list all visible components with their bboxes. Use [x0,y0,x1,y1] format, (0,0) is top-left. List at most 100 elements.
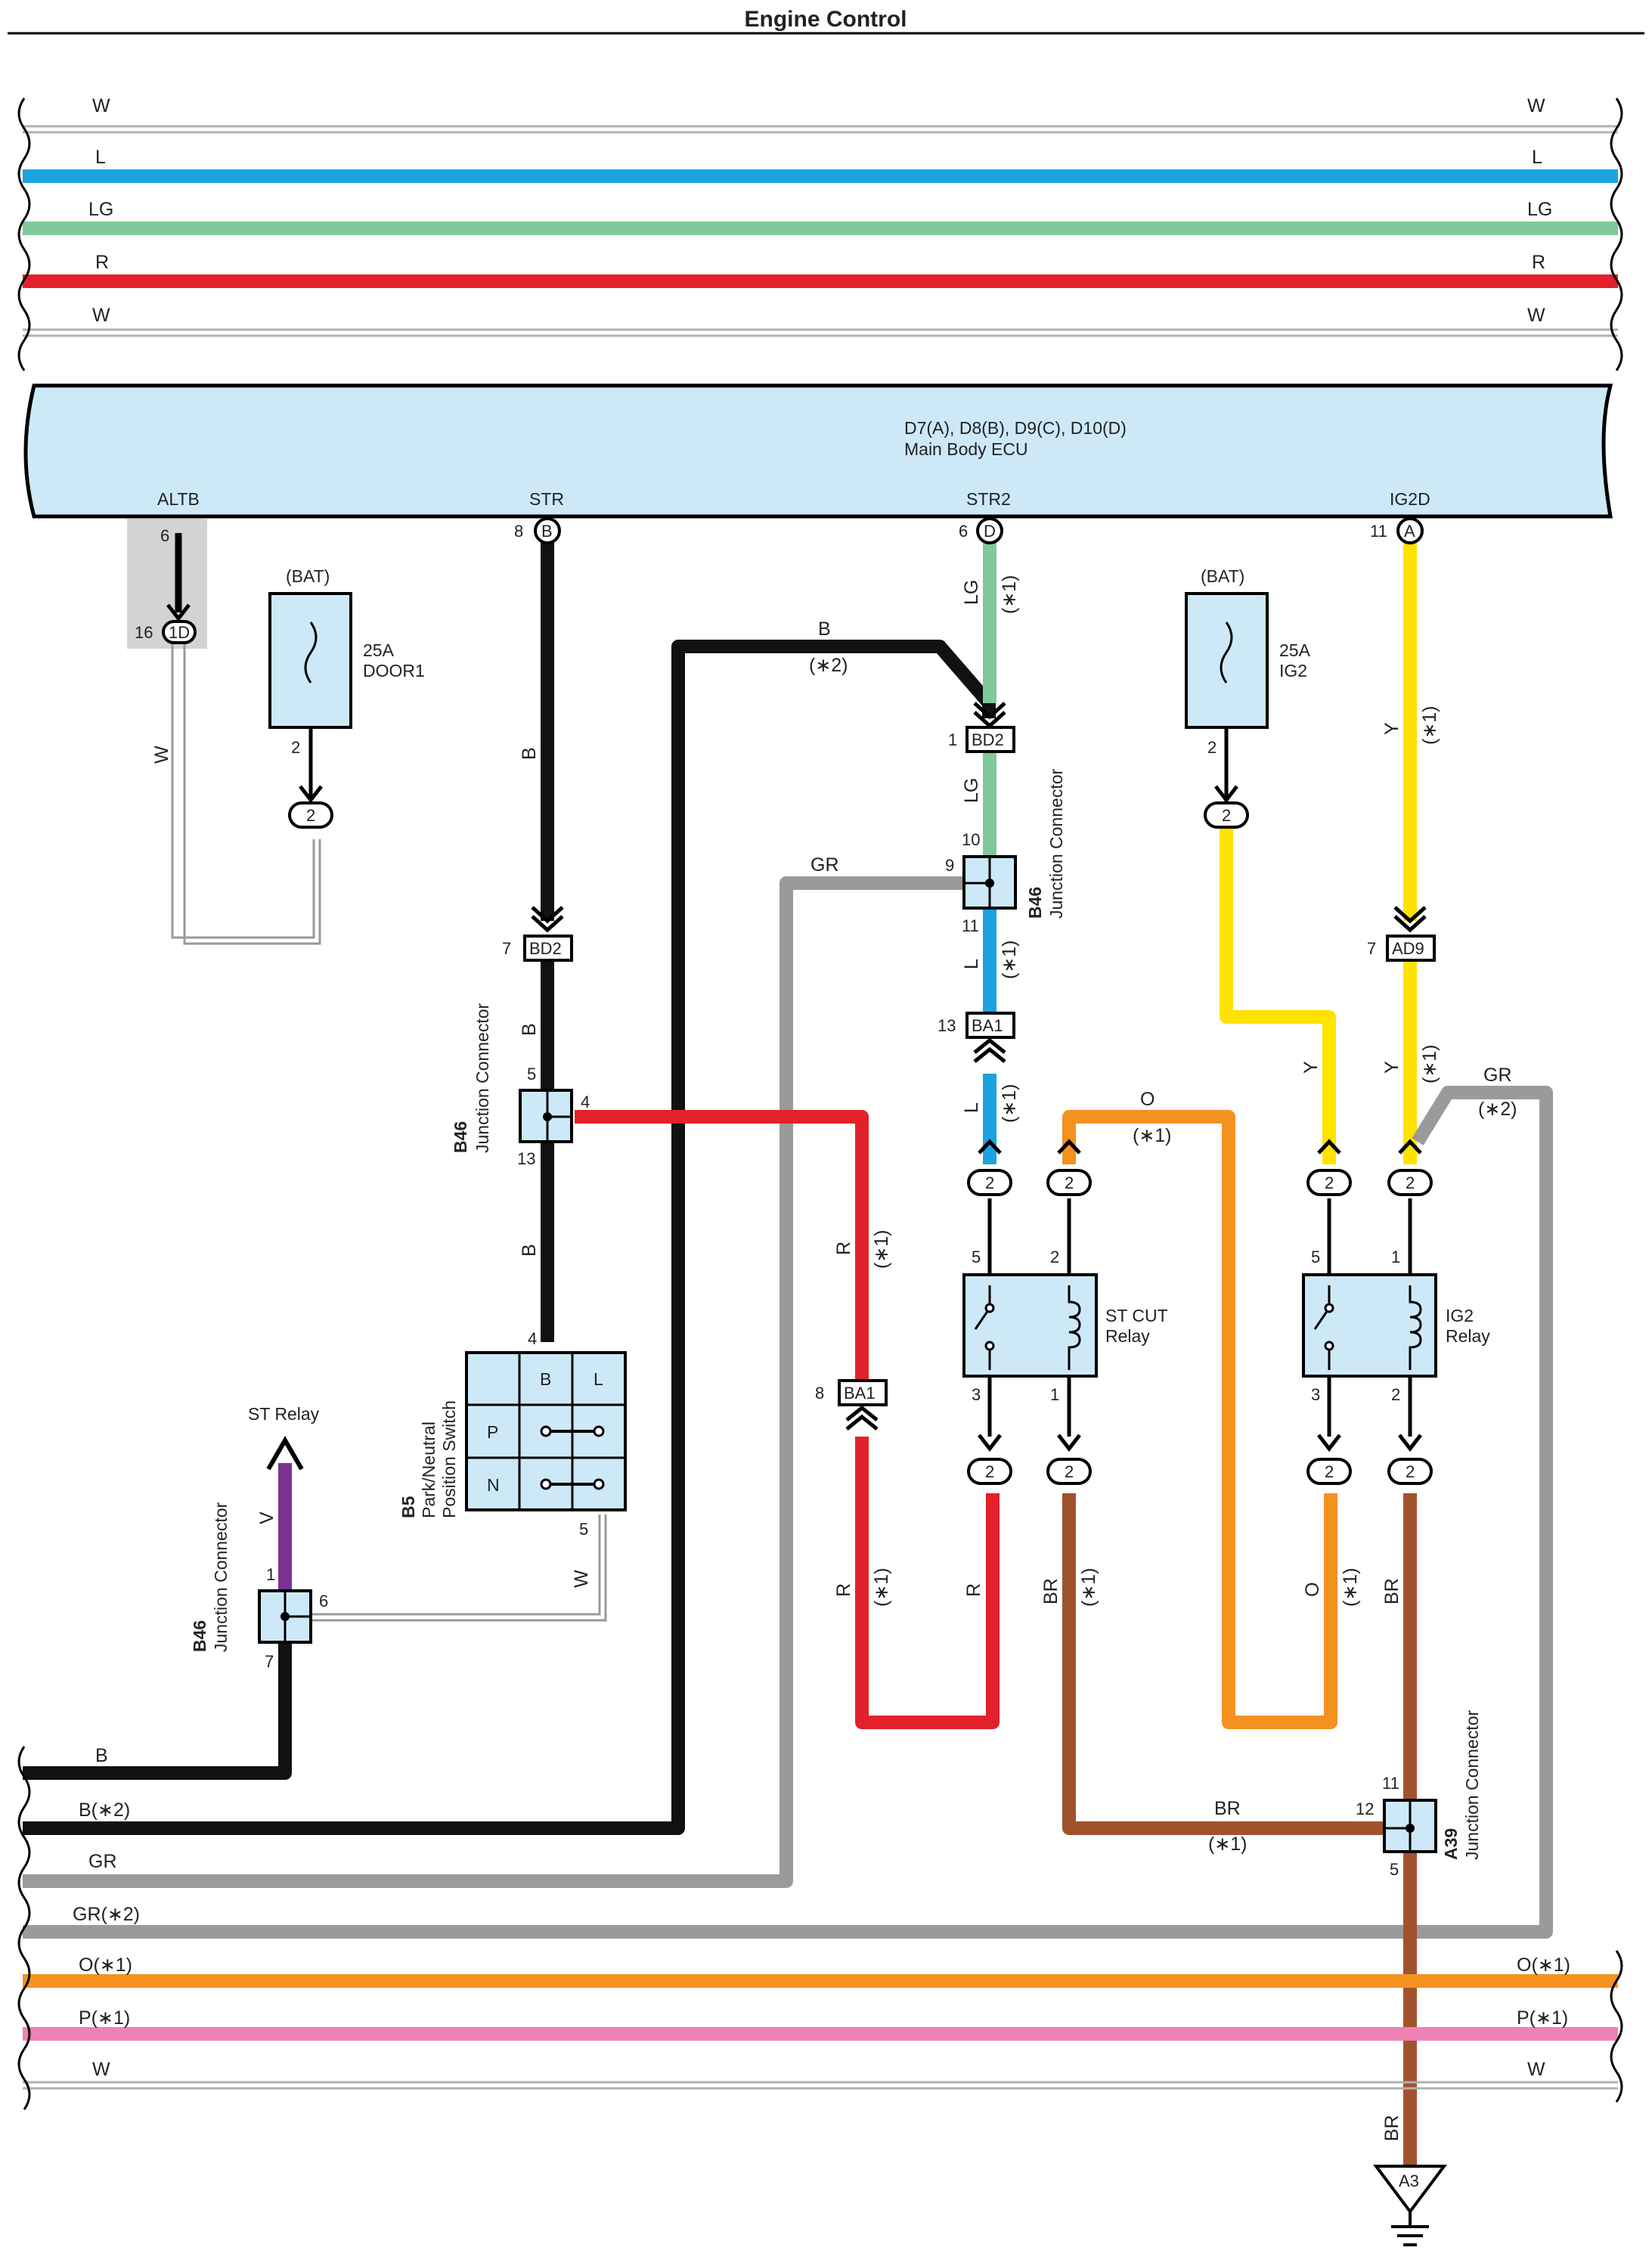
wire-b-star2 [23,640,996,1835]
connector-bd2-str-pin: 7 [502,939,511,958]
ecu-str2-conn: D [984,522,996,541]
connector-bd2-str2-label: BD2 [972,730,1004,749]
connector-ba1-l-pin: 13 [938,1016,956,1035]
ecu-terminal-str: STR [529,489,564,509]
fuse-ig2-name: IG2 [1279,661,1307,680]
fuse-ig2-conn-label: 2 [1222,806,1231,825]
fuse-door1-conn [288,801,333,829]
top-bus-2-right-label: L [1532,147,1542,168]
label-y-ig2dn: (∗1) [1419,705,1440,745]
connector-1d-label: 1D [169,623,190,642]
relay-conn-ig2-bottom-right-label: 2 [1406,1462,1415,1481]
label-br-gnd: BR [1381,2115,1402,2141]
fuse-ig2-rating: 25A [1279,640,1311,660]
relay-ig2-pin-5: 5 [1311,1248,1320,1266]
ecu-terminal-altb: ALTB [157,489,200,509]
label-r-3: R [963,1583,984,1597]
switch-row-p: P [487,1422,498,1442]
switch-pin-bottom: 5 [579,1520,588,1539]
switch-col-l: L [594,1369,603,1389]
label-lg-1n: (∗1) [999,575,1020,614]
connector-ba1-l [965,1012,1015,1039]
fuse-door1-box [268,592,352,729]
wire-r-2 [855,1437,1000,1729]
junction-b46-str-name: Junction Connector [473,1003,492,1153]
label-r-1: R [833,1241,854,1255]
bottom-bus-6-right-label: P(∗1) [1517,2007,1568,2029]
connector-bd2-str2-pin: 1 [948,730,957,749]
relay-ig2-contact-a [1324,1303,1334,1313]
top-bus-4-left-label: R [95,252,109,273]
connector-bd2-str-label: BD2 [529,939,562,958]
ecu-ig2d-conn: A [1404,522,1415,541]
altb-arrow-icon [166,603,191,622]
ecu-ig2d-pin: 11 [1370,522,1387,541]
label-l-2: L [961,1102,982,1113]
label-b-str-2: B [519,1023,540,1036]
fuse-ig2-box [1185,592,1269,729]
ba1-r-arrow-icon [845,1405,879,1431]
label-b-str-3: B [519,1244,540,1257]
label-b-bus2-note: (∗2) [809,655,848,676]
label-y-fuse: Y [1300,1061,1322,1074]
label-r-1n: (∗1) [871,1229,892,1269]
relay-leads [987,1198,1412,1437]
label-y-2: Y [1381,1061,1402,1074]
fuse-door1-rating: 25A [363,640,395,660]
label-o-top: O [1140,1089,1155,1110]
junction-b46-st-pin-top: 1 [266,1565,275,1584]
junction-a39-dot [1406,1824,1415,1833]
label-w-altb: W [151,746,172,764]
relay-conn-st-top-right [1046,1169,1092,1196]
relay-conn-ig2-top-right-label: 2 [1406,1173,1415,1192]
st-relay-arrow-icon [266,1436,304,1471]
switch-row-n: N [487,1475,500,1495]
ecu-str-conn: B [541,522,553,541]
ground-a3 [1373,2165,1447,2246]
ecu-altb-pin: 6 [160,526,169,545]
junction-a39-pin-top: 11 [1382,1774,1399,1793]
ecu-connectors: D7(A), D8(B), D9(C), D10(D) [904,418,1127,438]
relay-st-cut-line1: ST CUT [1105,1306,1168,1325]
fuse-door1-name: DOOR1 [363,661,425,680]
ad9-arrow-icon [1393,906,1427,933]
ecu-terminal-ig2d: IG2D [1390,489,1430,509]
connector-1d [162,620,197,644]
junction-b46-str-dot [543,1112,552,1121]
junction-a39-pin-bottom: 5 [1390,1860,1399,1879]
bottom-bus-2-left-label: B(∗2) [79,1799,130,1821]
relay-st-cut-box [962,1273,1098,1378]
main-body-ecu-box [23,383,1613,519]
relay-conn-st-top-left [967,1169,1012,1196]
top-bus-3-right-label: LG [1527,199,1552,220]
label-r-2n: (∗1) [871,1567,892,1607]
top-bus-5-right-label: W [1527,305,1545,326]
junction-a39-name: Junction Connector [1462,1710,1482,1860]
switch-id: B5 [398,1496,418,1518]
junction-b46-st-pin-bottom: 7 [265,1652,274,1671]
wire-r [575,1110,869,1382]
switch-pin-top: 4 [528,1329,537,1348]
relay-conn-st-bottom-right-label: 2 [1065,1462,1074,1481]
fuse-door1-source: (BAT) [286,566,330,586]
relay-conn-st-bottom-right [1046,1458,1092,1485]
relay-st-cut-pin-5: 5 [972,1248,981,1266]
relay-conn-ig2-top-left-label: 2 [1325,1173,1334,1192]
ground-a3-label: A3 [1399,2171,1419,2190]
connector-ba1-r-label: BA1 [844,1384,876,1403]
label-r-2: R [833,1583,854,1597]
ecu-terminal-markers [534,517,1424,544]
wire-gr-b46 [23,876,972,1888]
st-relay-label: ST Relay [248,1404,320,1424]
relay-ig2-pin-3: 3 [1311,1385,1320,1404]
connector-bd2-str2 [965,726,1015,753]
top-bus-1-right-label: W [1527,95,1545,116]
fuse-ig2-pin: 2 [1207,738,1217,757]
junction-b46-st-name: Junction Connector [211,1502,231,1652]
switch-col-b: B [540,1369,551,1389]
label-w-sw: W [571,1570,592,1588]
junction-b46-str-id: B46 [451,1121,470,1153]
junction-b46-str2-pin-left: 9 [945,856,954,875]
diagram-title: Engine Control [745,7,907,32]
wire-o [1062,1110,1337,1729]
